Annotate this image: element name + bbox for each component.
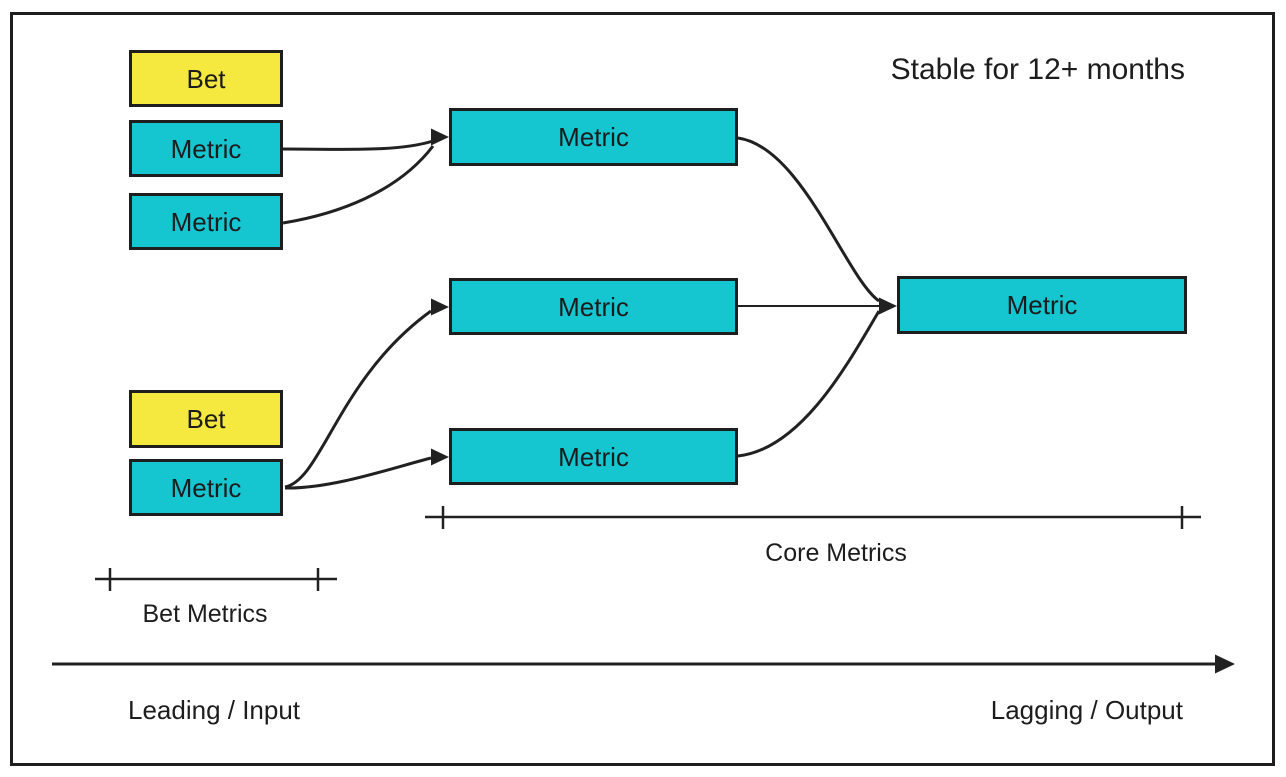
node-label: Metric	[558, 291, 629, 322]
node-label: Metric	[170, 133, 242, 164]
node-metric-bottom: Metric	[129, 459, 283, 516]
node-label: Metric	[1006, 290, 1078, 320]
node-label: Bet	[186, 404, 226, 434]
axis-label-lagging-output: Lagging / Output	[990, 695, 1183, 725]
node-bet-top: Bet	[129, 50, 283, 107]
node-metric-top-1: Metric	[129, 120, 283, 177]
node-core-bottom: Metric	[449, 428, 738, 485]
core-metrics-bracket-label: Core Metrics	[765, 539, 907, 567]
node-core-top: Metric	[449, 108, 738, 166]
node-label: Metric	[170, 472, 242, 503]
node-label: Bet	[186, 63, 226, 94]
node-core-middle: Metric	[449, 278, 738, 335]
diagram-border-frame	[10, 12, 1275, 766]
node-label: Metric	[558, 122, 629, 152]
node-label: Metric	[170, 206, 242, 237]
node-metric-top-2: Metric	[129, 193, 283, 250]
node-bet-bottom: Bet	[129, 390, 283, 448]
node-label: Metric	[558, 441, 629, 472]
axis-label-leading-input: Leading / Input	[128, 695, 301, 725]
annotation-stable-months: Stable for 12+ months	[890, 53, 1185, 86]
node-output-metric: Metric	[897, 276, 1187, 334]
bet-metrics-bracket-label: Bet Metrics	[142, 600, 268, 628]
